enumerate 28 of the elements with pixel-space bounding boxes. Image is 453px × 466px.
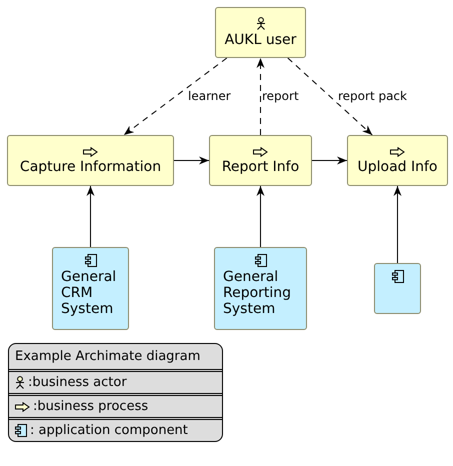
node-label: General Reporting System <box>223 269 292 317</box>
dashed-arrow <box>256 58 264 136</box>
dashed-arrow <box>123 58 228 136</box>
arrow <box>394 186 402 264</box>
legend-text: :business actor <box>28 375 127 390</box>
actor-box <box>215 7 306 58</box>
arrow <box>86 186 94 248</box>
legend-title: Example Archimate diagram <box>14 348 202 366</box>
edge-label: report <box>261 89 300 103</box>
arrow <box>174 156 210 164</box>
process-box <box>7 135 174 186</box>
arrow <box>312 156 348 164</box>
process-box <box>347 135 448 186</box>
node-label: AUKL user <box>224 32 296 48</box>
legend-text: : application component <box>30 423 188 438</box>
edge-label: learner <box>187 89 232 103</box>
component-box <box>374 263 421 314</box>
component-box <box>214 247 307 330</box>
node-label: Report Info <box>222 158 300 174</box>
edge-label: report pack <box>337 89 408 103</box>
arrow <box>256 186 264 248</box>
node-label: Capture Information <box>20 158 162 174</box>
legend-text: :business process <box>33 399 148 414</box>
component-box <box>52 247 129 330</box>
dashed-arrow <box>287 58 373 136</box>
process-box <box>209 135 312 186</box>
node-label: General CRM System <box>61 269 118 317</box>
node-label: Upload Info <box>357 158 438 174</box>
